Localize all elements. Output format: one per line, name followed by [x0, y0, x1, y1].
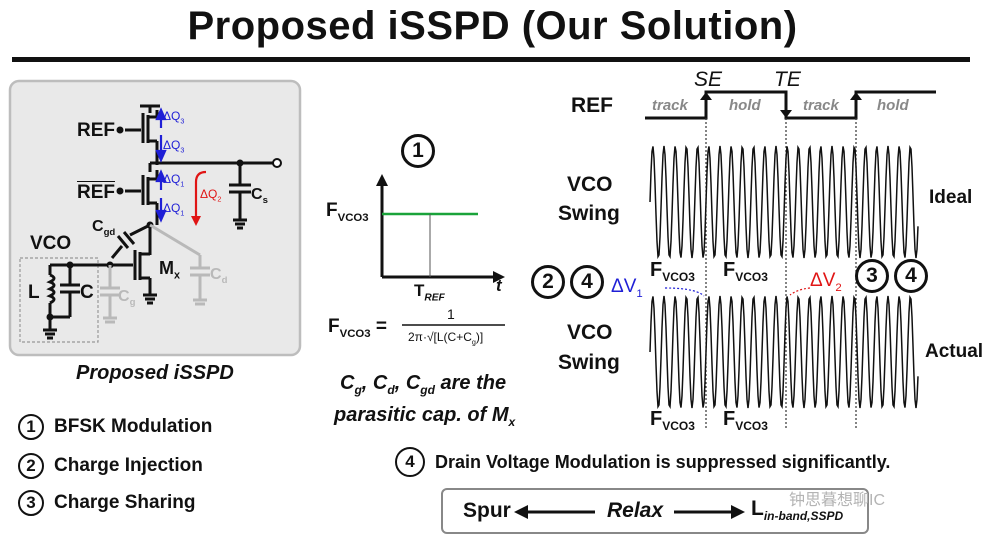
fvco3-label-2: FVCO3 [723, 259, 768, 284]
step-plot-marker-1: 1 [401, 134, 435, 168]
refb-gate-dot [116, 187, 124, 195]
legend-item-charge-sharing: 3 Charge Sharing [18, 490, 195, 516]
title-divider [12, 57, 970, 62]
fvco3-label-3: FVCO3 [650, 408, 695, 433]
cd-label: Cd [210, 266, 228, 287]
legend-item-bfsk: 1 BFSK Modulation [18, 414, 212, 440]
legend-marker-1: 1 [18, 414, 44, 440]
ideal-vco-sine [649, 144, 919, 260]
dv1-label: ΔV1 [611, 276, 643, 300]
dq1-top-label: ΔQ1 [163, 172, 185, 189]
parasitic-note-line2: parasitic cap. of Mx [334, 404, 516, 429]
capacitor-label: C [80, 282, 94, 303]
hold-label-2: hold [877, 97, 909, 114]
actual-vco-label-line2: Swing [558, 351, 620, 374]
circuit-caption: Proposed iSSPD [76, 362, 234, 384]
dq1-bot-label: ΔQ1 [163, 201, 185, 218]
fvco3-label-4: FVCO3 [723, 408, 768, 433]
actual-vco-label-line1: VCO [567, 321, 613, 344]
parasitic-note-line1: Cg, Cd, Cgd are the [340, 372, 507, 397]
actual-vco-sine [649, 294, 919, 410]
timing-marker-4b: 4 [894, 259, 928, 293]
legend-text-2: Charge Injection [54, 455, 203, 476]
legend-text-1: BFSK Modulation [54, 416, 213, 437]
parasitic-caps-gray [100, 223, 210, 324]
dq2-arrow [194, 170, 207, 218]
timing-ref-label: REF [571, 94, 613, 117]
legend-text-3: Charge Sharing [54, 492, 196, 513]
cgd-capacitor [110, 223, 151, 259]
ref-gate-dot [116, 126, 124, 134]
legend-marker-3: 3 [18, 490, 44, 516]
ref-gate-label: REF [77, 120, 115, 141]
legend-marker-2: 2 [18, 453, 44, 479]
note4-text: Drain Voltage Modulation is suppressed s… [435, 451, 891, 472]
dv1-pointer [664, 287, 705, 297]
watermark: 钟思暮想聊IC [789, 492, 886, 509]
output-node-wire [150, 161, 274, 230]
left-arrow-head [514, 505, 528, 519]
refb-gate-label: REF [77, 182, 115, 203]
dq3-top-label: ΔQ3 [163, 109, 185, 126]
ideal-vco-label-line2: Swing [558, 202, 620, 225]
tradeoff-lin-band: Lin-band,SSPD [751, 497, 844, 524]
circuit-panel [8, 79, 302, 357]
step-plot-xtick: TREF [414, 281, 445, 304]
track-label-1: track [652, 97, 688, 114]
cs-node-dot [236, 159, 244, 167]
ideal-label: Ideal [929, 187, 973, 208]
timing-marker-4a: 4 [570, 265, 604, 299]
lc-tank-box [19, 257, 99, 343]
page-title: Proposed iSSPD (Our Solution) [187, 4, 798, 48]
tradeoff-spur: Spur [463, 499, 511, 522]
dv2-pointer [789, 287, 811, 296]
charge-arrows [155, 107, 167, 223]
tradeoff-relax: Relax [607, 499, 664, 522]
track-label-2: track [803, 97, 839, 114]
step-plot [380, 182, 497, 279]
formula-lhs: FVCO3 = [328, 316, 388, 340]
x-axis-arrow [493, 271, 505, 283]
cgd-label: Cgd [92, 218, 116, 239]
hold-label-1: hold [729, 97, 761, 114]
cs-label: Cs [251, 186, 268, 207]
dq2-label: ΔQ2 [200, 187, 222, 204]
vco-label: VCO [30, 233, 72, 254]
legend-item-charge-injection: 2 Charge Injection [18, 453, 203, 479]
sine-ideal-path [649, 144, 919, 260]
step-plot-ylabel: FVCO3 [326, 200, 369, 224]
timing-marker-3: 3 [855, 259, 889, 293]
cg-label: Cg [118, 288, 136, 309]
output-terminal [272, 158, 282, 168]
formula-numerator: 1 [447, 306, 455, 322]
ideal-vco-label-line1: VCO [567, 173, 613, 196]
note4: 4 Drain Voltage Modulation is suppressed… [395, 447, 890, 477]
te-label: TE [774, 68, 801, 91]
dq3-bot-label: ΔQ3 [163, 138, 185, 155]
fvco3-label-1: FVCO3 [650, 259, 695, 284]
se-label: SE [694, 68, 723, 91]
note4-marker: 4 [395, 447, 425, 477]
step-plot-xlabel: t [496, 276, 502, 295]
timing-marker-2: 2 [531, 265, 565, 299]
inductor-label: L [28, 282, 40, 303]
tradeoff-box [441, 488, 869, 534]
y-axis-arrow [376, 174, 388, 186]
right-arrow-head [731, 505, 745, 519]
sine-actual-path [649, 294, 919, 410]
dv2-label: ΔV2 [810, 270, 842, 294]
actual-label: Actual [925, 341, 984, 362]
formula-denominator: 2π·√[L(C+Cg)] [408, 330, 484, 347]
mx-label: Mx [159, 258, 181, 282]
